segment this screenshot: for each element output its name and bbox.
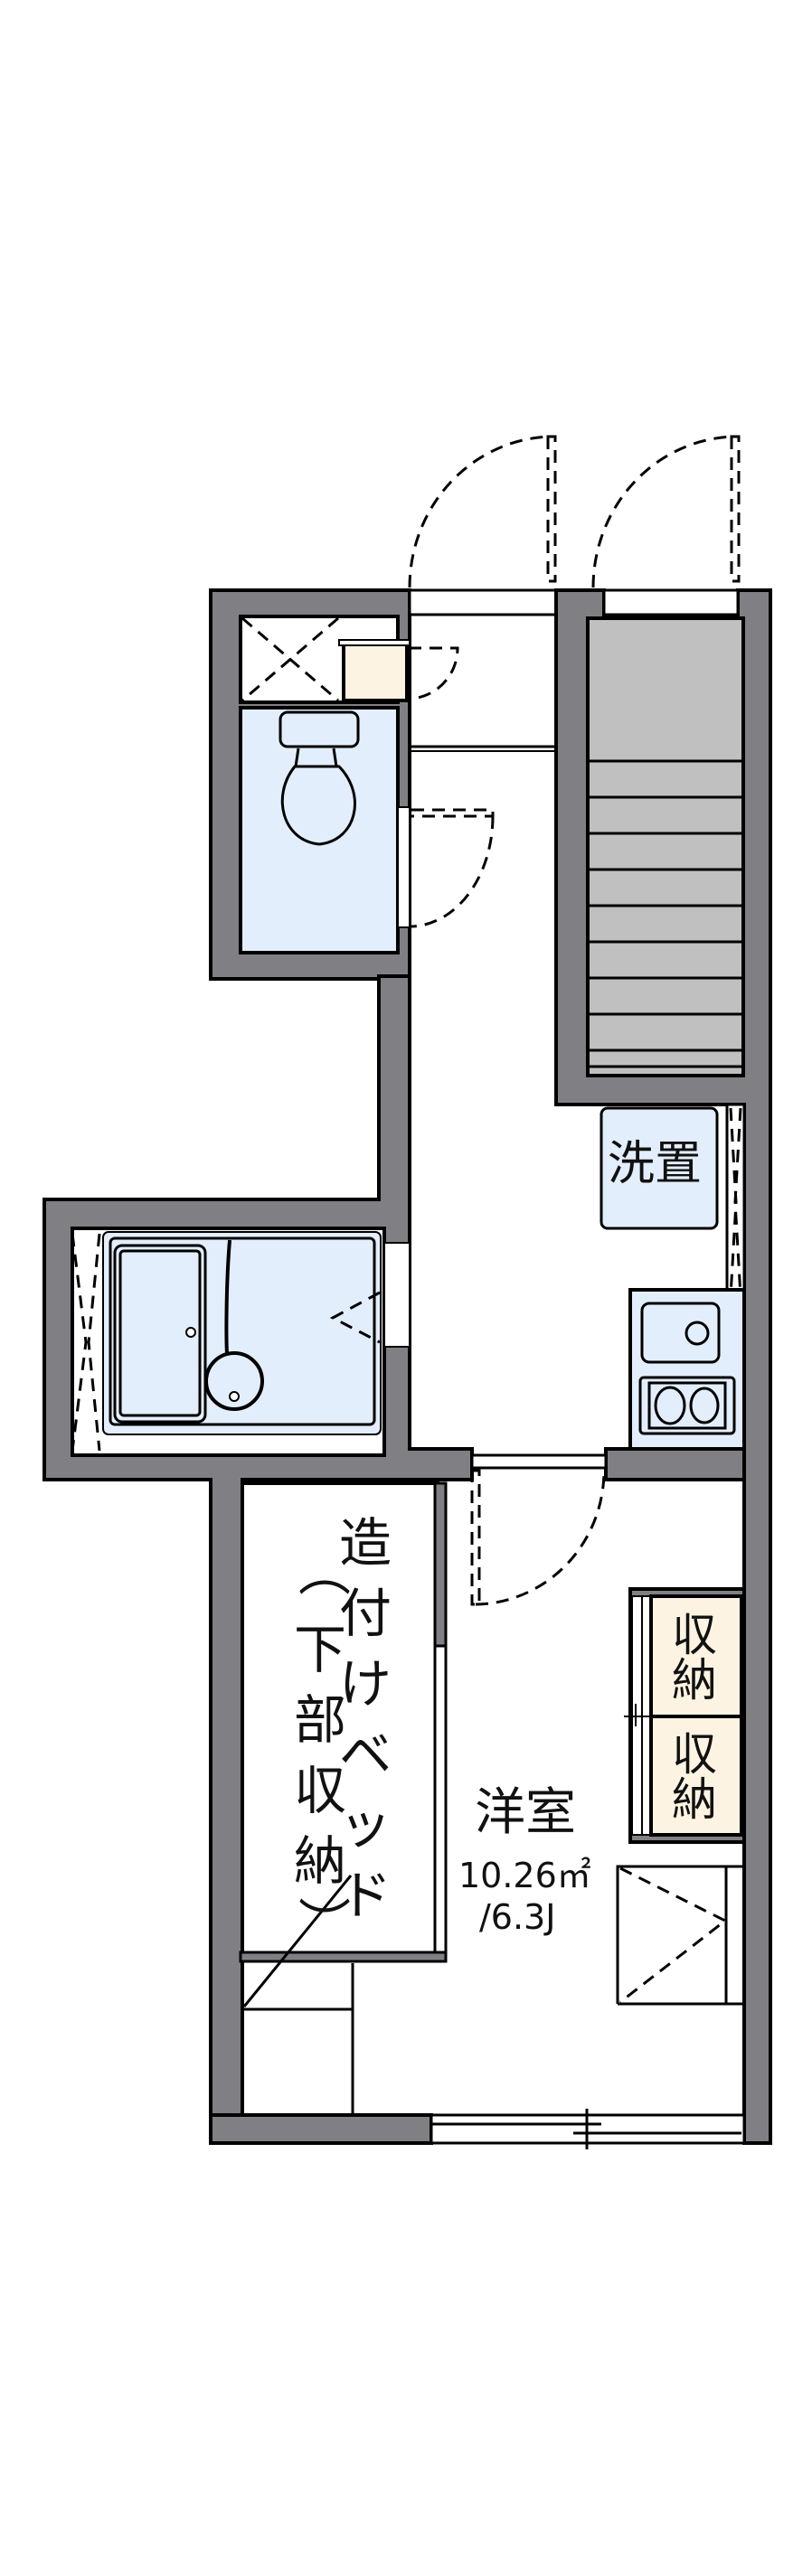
stair-entrance [602,588,740,616]
washbasin-icon [204,1351,264,1411]
toilet-icon [279,710,360,846]
room-door-swing [475,1470,606,1606]
bath-door-swing [329,1291,381,1344]
entrance-door-right [591,435,741,588]
shoe-box-door-swing [408,646,459,700]
shoe-box [342,641,409,702]
room-label: 洋室 [475,1783,576,1842]
washer-space [600,1106,719,1230]
stair-treads [588,759,743,1068]
storage-2 [649,1715,743,1837]
room-door-opening [470,1453,608,1470]
washer-space-label: 洗置 [608,1137,703,1191]
closet-door [616,1865,744,2006]
storage-2-label: 収納 [665,1730,717,1820]
room-tatami: /6.3J [479,1897,556,1937]
toilet-door-swing [411,815,495,928]
built-in-bed [241,1481,439,1959]
storage-1 [649,1594,743,1718]
wall-room-partition [604,1447,746,1481]
built-in-bed-label-col1: 造 付 け ベ ッ ド [339,1512,392,1926]
built-in-bed-label-col2: （ 下 部 収 納 ） [289,1544,351,1949]
sink-icon [640,1302,721,1364]
toilet-door-opening [397,806,411,928]
wall-bottom [209,2113,433,2145]
bath-door-opening [383,1242,411,1348]
stairs [586,616,745,1077]
room-area: 10.26㎡ [458,1856,591,1895]
entrance-threshold [408,588,558,616]
bath-window [71,1233,101,1452]
kitchen-unit [628,1288,746,1452]
entrance-door-left [408,435,557,588]
bed-ladder [242,1875,354,2115]
storage-1-label: 収納 [665,1611,717,1701]
